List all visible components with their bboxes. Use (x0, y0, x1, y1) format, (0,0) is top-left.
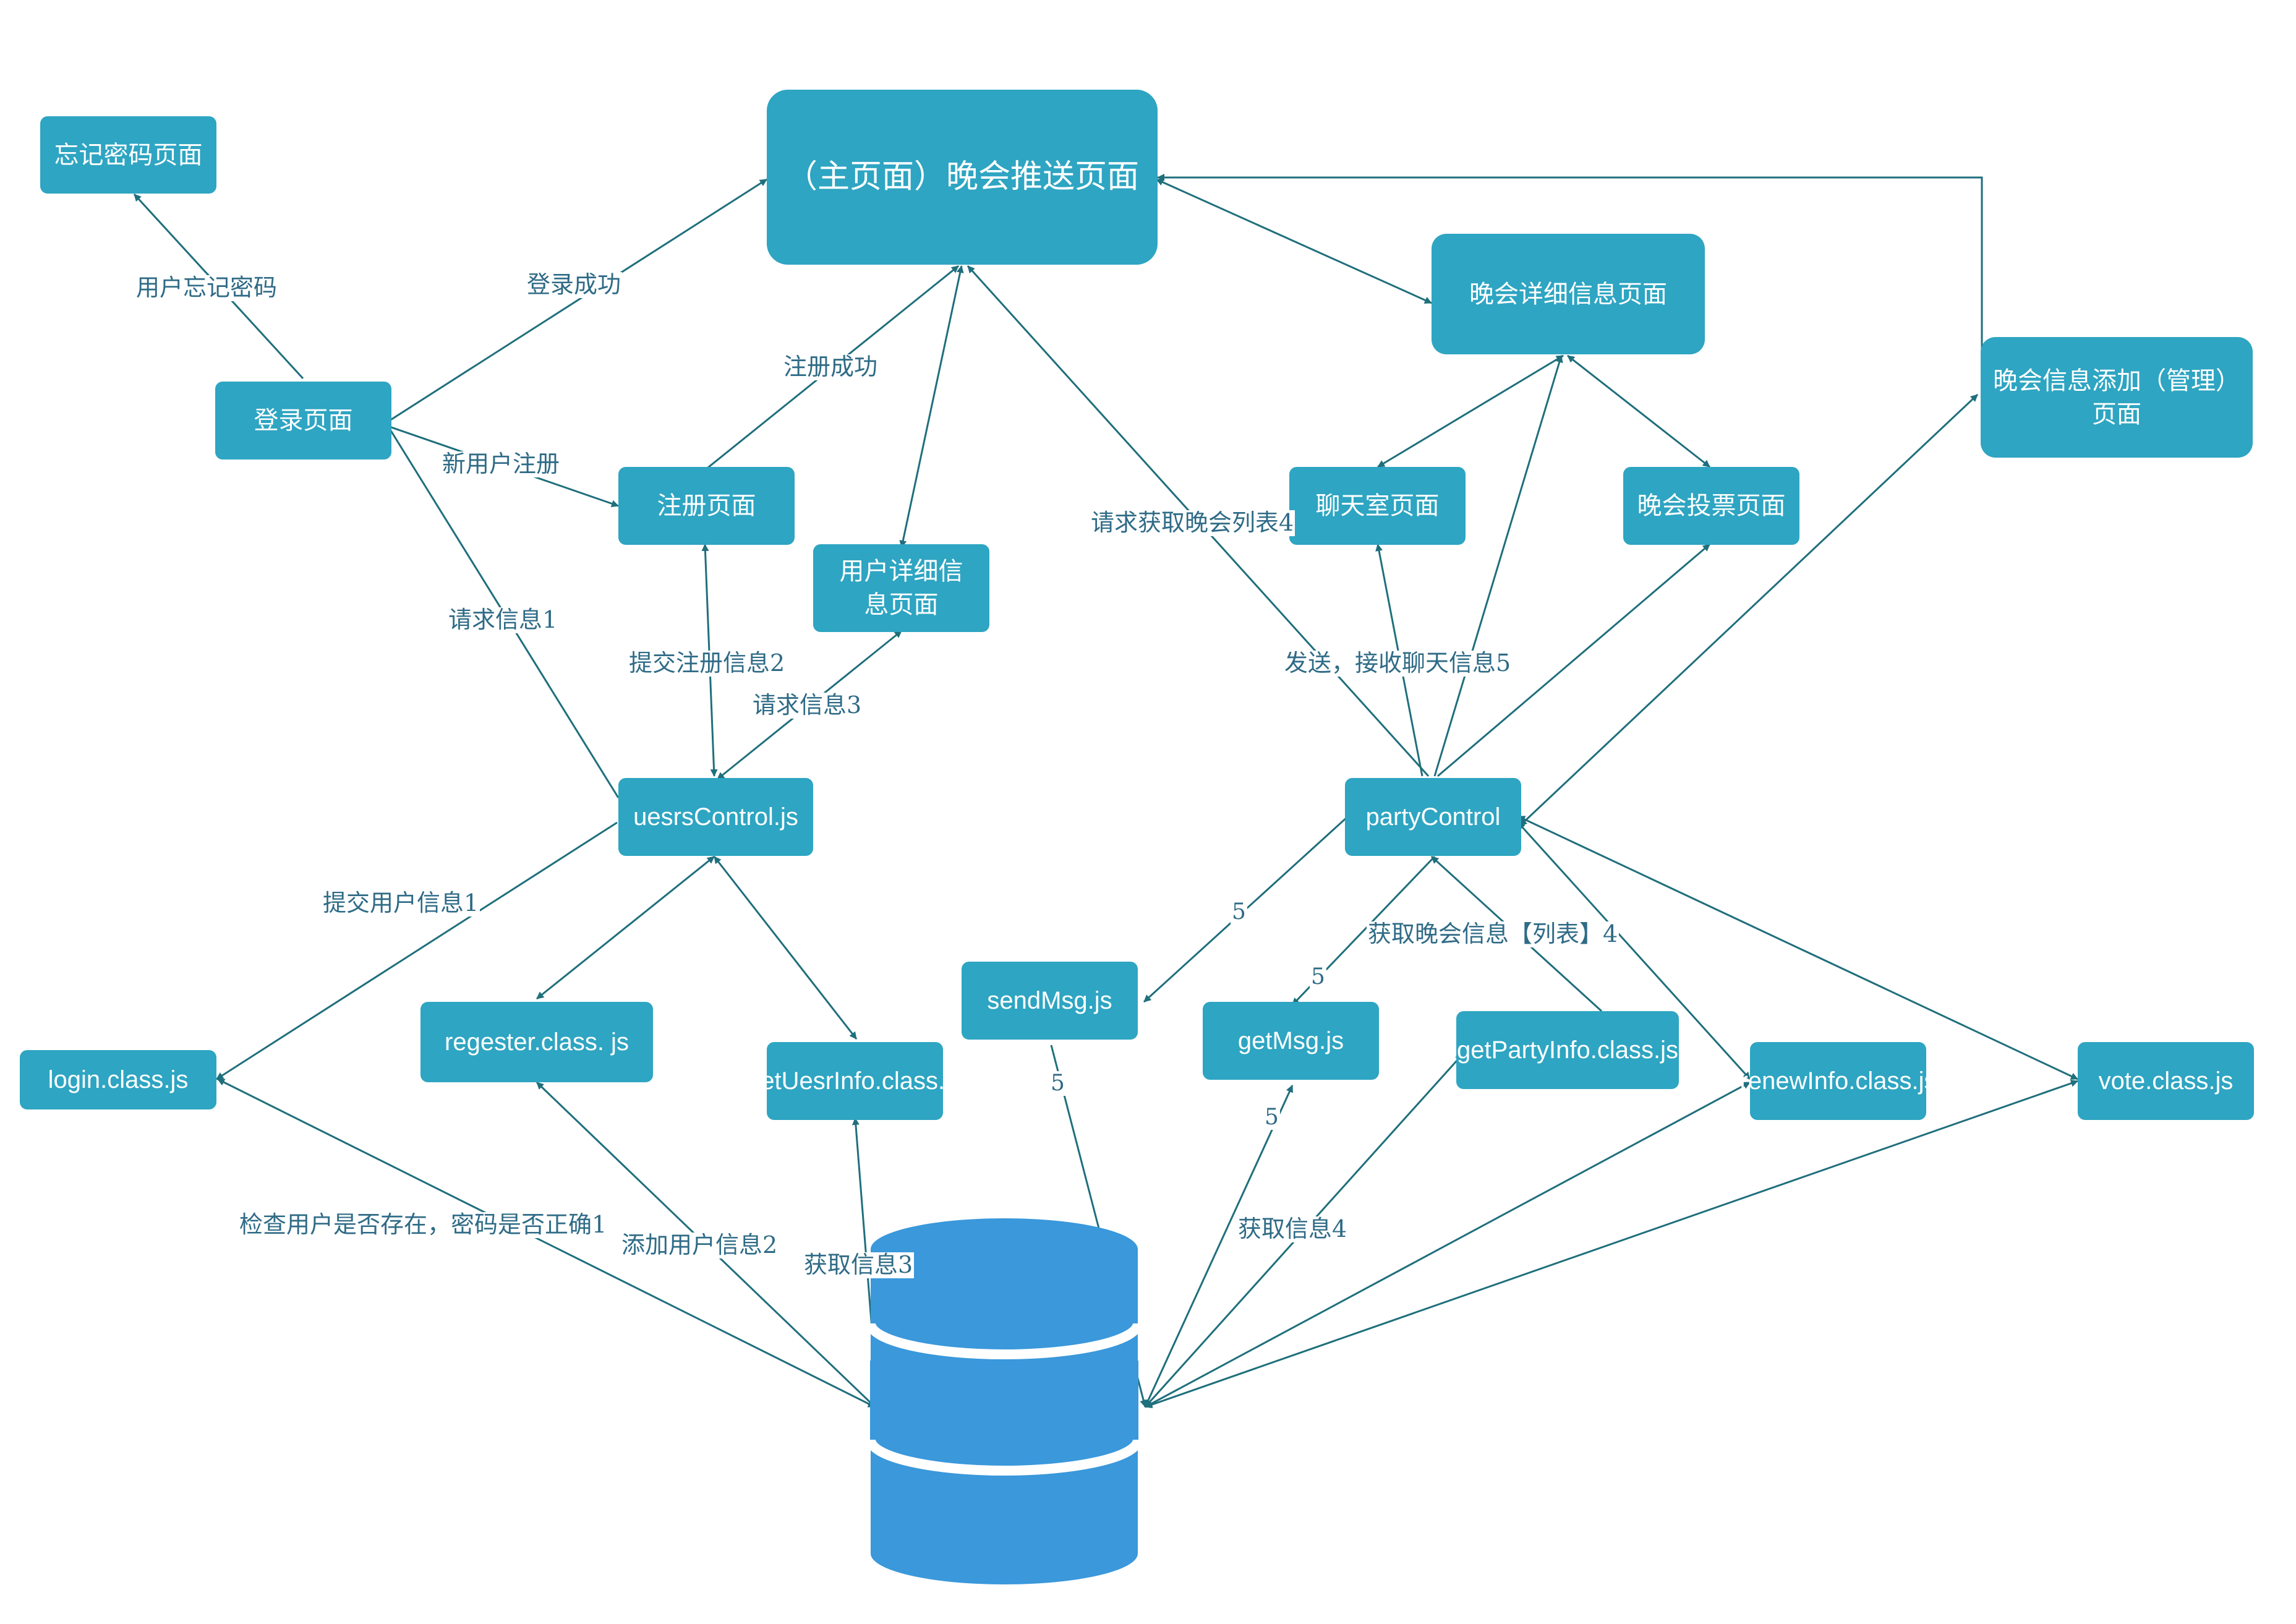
edge-main-userdetail (899, 265, 964, 548)
label-get-info-3: 获取信息3 (803, 1251, 915, 1278)
party-control-node: partyControl (1345, 778, 1521, 856)
party-vote-page-node: 晚会投票页面 (1623, 467, 1799, 545)
edge-db-getmsg (1144, 1085, 1294, 1408)
label-get-party-info-list-4: 获取晚会信息【列表】4 (1367, 920, 1620, 947)
edge-db-voteclass (1145, 1079, 2078, 1409)
database-cylinder-icon (866, 1218, 1143, 1584)
user-detail-page-node: 用户详细信息页面 (813, 544, 989, 632)
edge-partydetail-chatroom (1377, 354, 1564, 468)
get-msg-node: getMsg.js (1203, 1002, 1379, 1080)
edge-partycontrol-partydetail (1433, 355, 1563, 777)
label-check-user-1: 检查用户是否存在，密码是否正确1 (238, 1211, 608, 1238)
edge-db-renewinfo (1145, 1081, 1751, 1408)
edge-partydetail-vote (1567, 354, 1710, 468)
users-control-node: uesrsControl.js (618, 778, 813, 856)
party-add-admin-page-node: 晚会信息添加（管理）页面 (1981, 337, 2253, 458)
label-login-success: 登录成功 (526, 271, 623, 298)
edge-userscontrol-regester (536, 855, 715, 1000)
vote-class-node: vote.class.js (2078, 1042, 2254, 1120)
label-five-sendmsg: 5 (1231, 899, 1247, 925)
main-page-node: （主页面）晚会推送页面 (767, 90, 1158, 265)
edge-partyadd-main (1157, 174, 1983, 377)
get-user-info-class-node: getUesrInfo.class.js (747, 1042, 963, 1120)
label-forgot-password: 用户忘记密码 (135, 274, 279, 301)
label-submit-register-2: 提交注册信息2 (628, 649, 787, 677)
label-new-user-register: 新用户注册 (441, 450, 561, 477)
edge-userscontrol-getuserinfo (713, 856, 858, 1040)
login-class-node: login.class.js (20, 1050, 216, 1109)
regester-class-node: regester.class. js (420, 1002, 653, 1082)
label-request-info-1: 请求信息1 (447, 606, 559, 633)
label-five-getmsg-db: 5 (1263, 1105, 1280, 1130)
edge-partycontrol-voteclass (1517, 815, 2078, 1080)
label-add-user-2: 添加用户信息2 (620, 1231, 779, 1259)
edge-partycontrol-partyadd (1519, 393, 1979, 827)
label-submit-user-info-1: 提交用户信息1 (322, 889, 480, 917)
label-register-success: 注册成功 (782, 353, 879, 380)
send-msg-node: sendMsg.js (962, 962, 1138, 1040)
edge-login-main (389, 178, 767, 422)
label-get-info-4: 获取信息4 (1237, 1215, 1349, 1242)
forgot-password-page-node: 忘记密码页面 (40, 116, 216, 194)
label-five-getmsg: 5 (1310, 964, 1326, 989)
register-page-node: 注册页面 (618, 467, 795, 545)
login-page-node: 登录页面 (215, 382, 391, 459)
label-five-sendmsg-db: 5 (1049, 1071, 1066, 1096)
edge-main-partydetail (1156, 178, 1432, 304)
label-request-info-3: 请求信息3 (751, 691, 863, 719)
get-party-info-class-node: getPartyInfo.class.js (1456, 1011, 1679, 1089)
label-send-receive-chat-5: 发送，接收聊天信息5 (1283, 649, 1513, 677)
label-request-party-list-4: 请求获取晚会列表4 (1090, 509, 1295, 536)
chatroom-page-node: 聊天室页面 (1289, 467, 1466, 545)
renew-info-class-node: renewInfo.class.js (1740, 1042, 1936, 1120)
party-detail-page-node: 晚会详细信息页面 (1432, 234, 1705, 354)
